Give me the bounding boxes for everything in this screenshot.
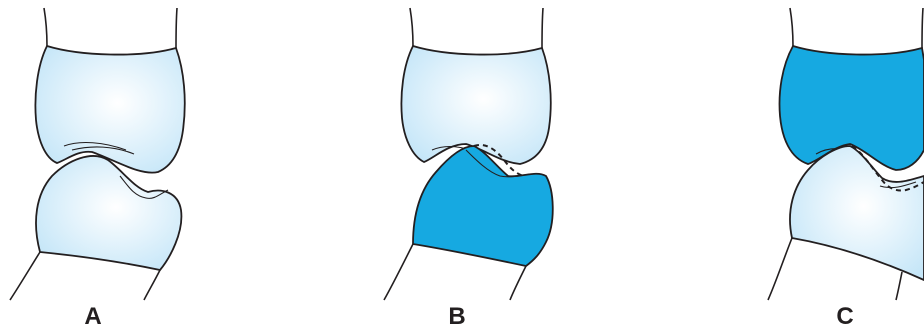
panel-a-upper-crown xyxy=(35,46,184,173)
panel-b-upper-tooth xyxy=(401,8,550,164)
panel-b-lower-tooth xyxy=(384,146,553,300)
panel-label-a: A xyxy=(73,303,113,331)
panel-c-upper-root xyxy=(790,8,923,48)
panel-a-lower-tooth xyxy=(10,156,181,300)
panel-c-upper-tooth xyxy=(780,8,924,170)
panel-label-c: C xyxy=(825,303,865,331)
panel-a-upper-root xyxy=(44,8,177,48)
panel-c xyxy=(768,8,924,300)
panel-a xyxy=(10,8,185,300)
panel-a-upper-tooth xyxy=(35,8,184,173)
panel-b xyxy=(384,8,553,300)
panel-a-lower-crown xyxy=(36,156,181,270)
panel-b-upper-root xyxy=(410,8,543,48)
panel-label-b: B xyxy=(437,303,477,331)
panel-b-lower-crown xyxy=(413,146,553,266)
